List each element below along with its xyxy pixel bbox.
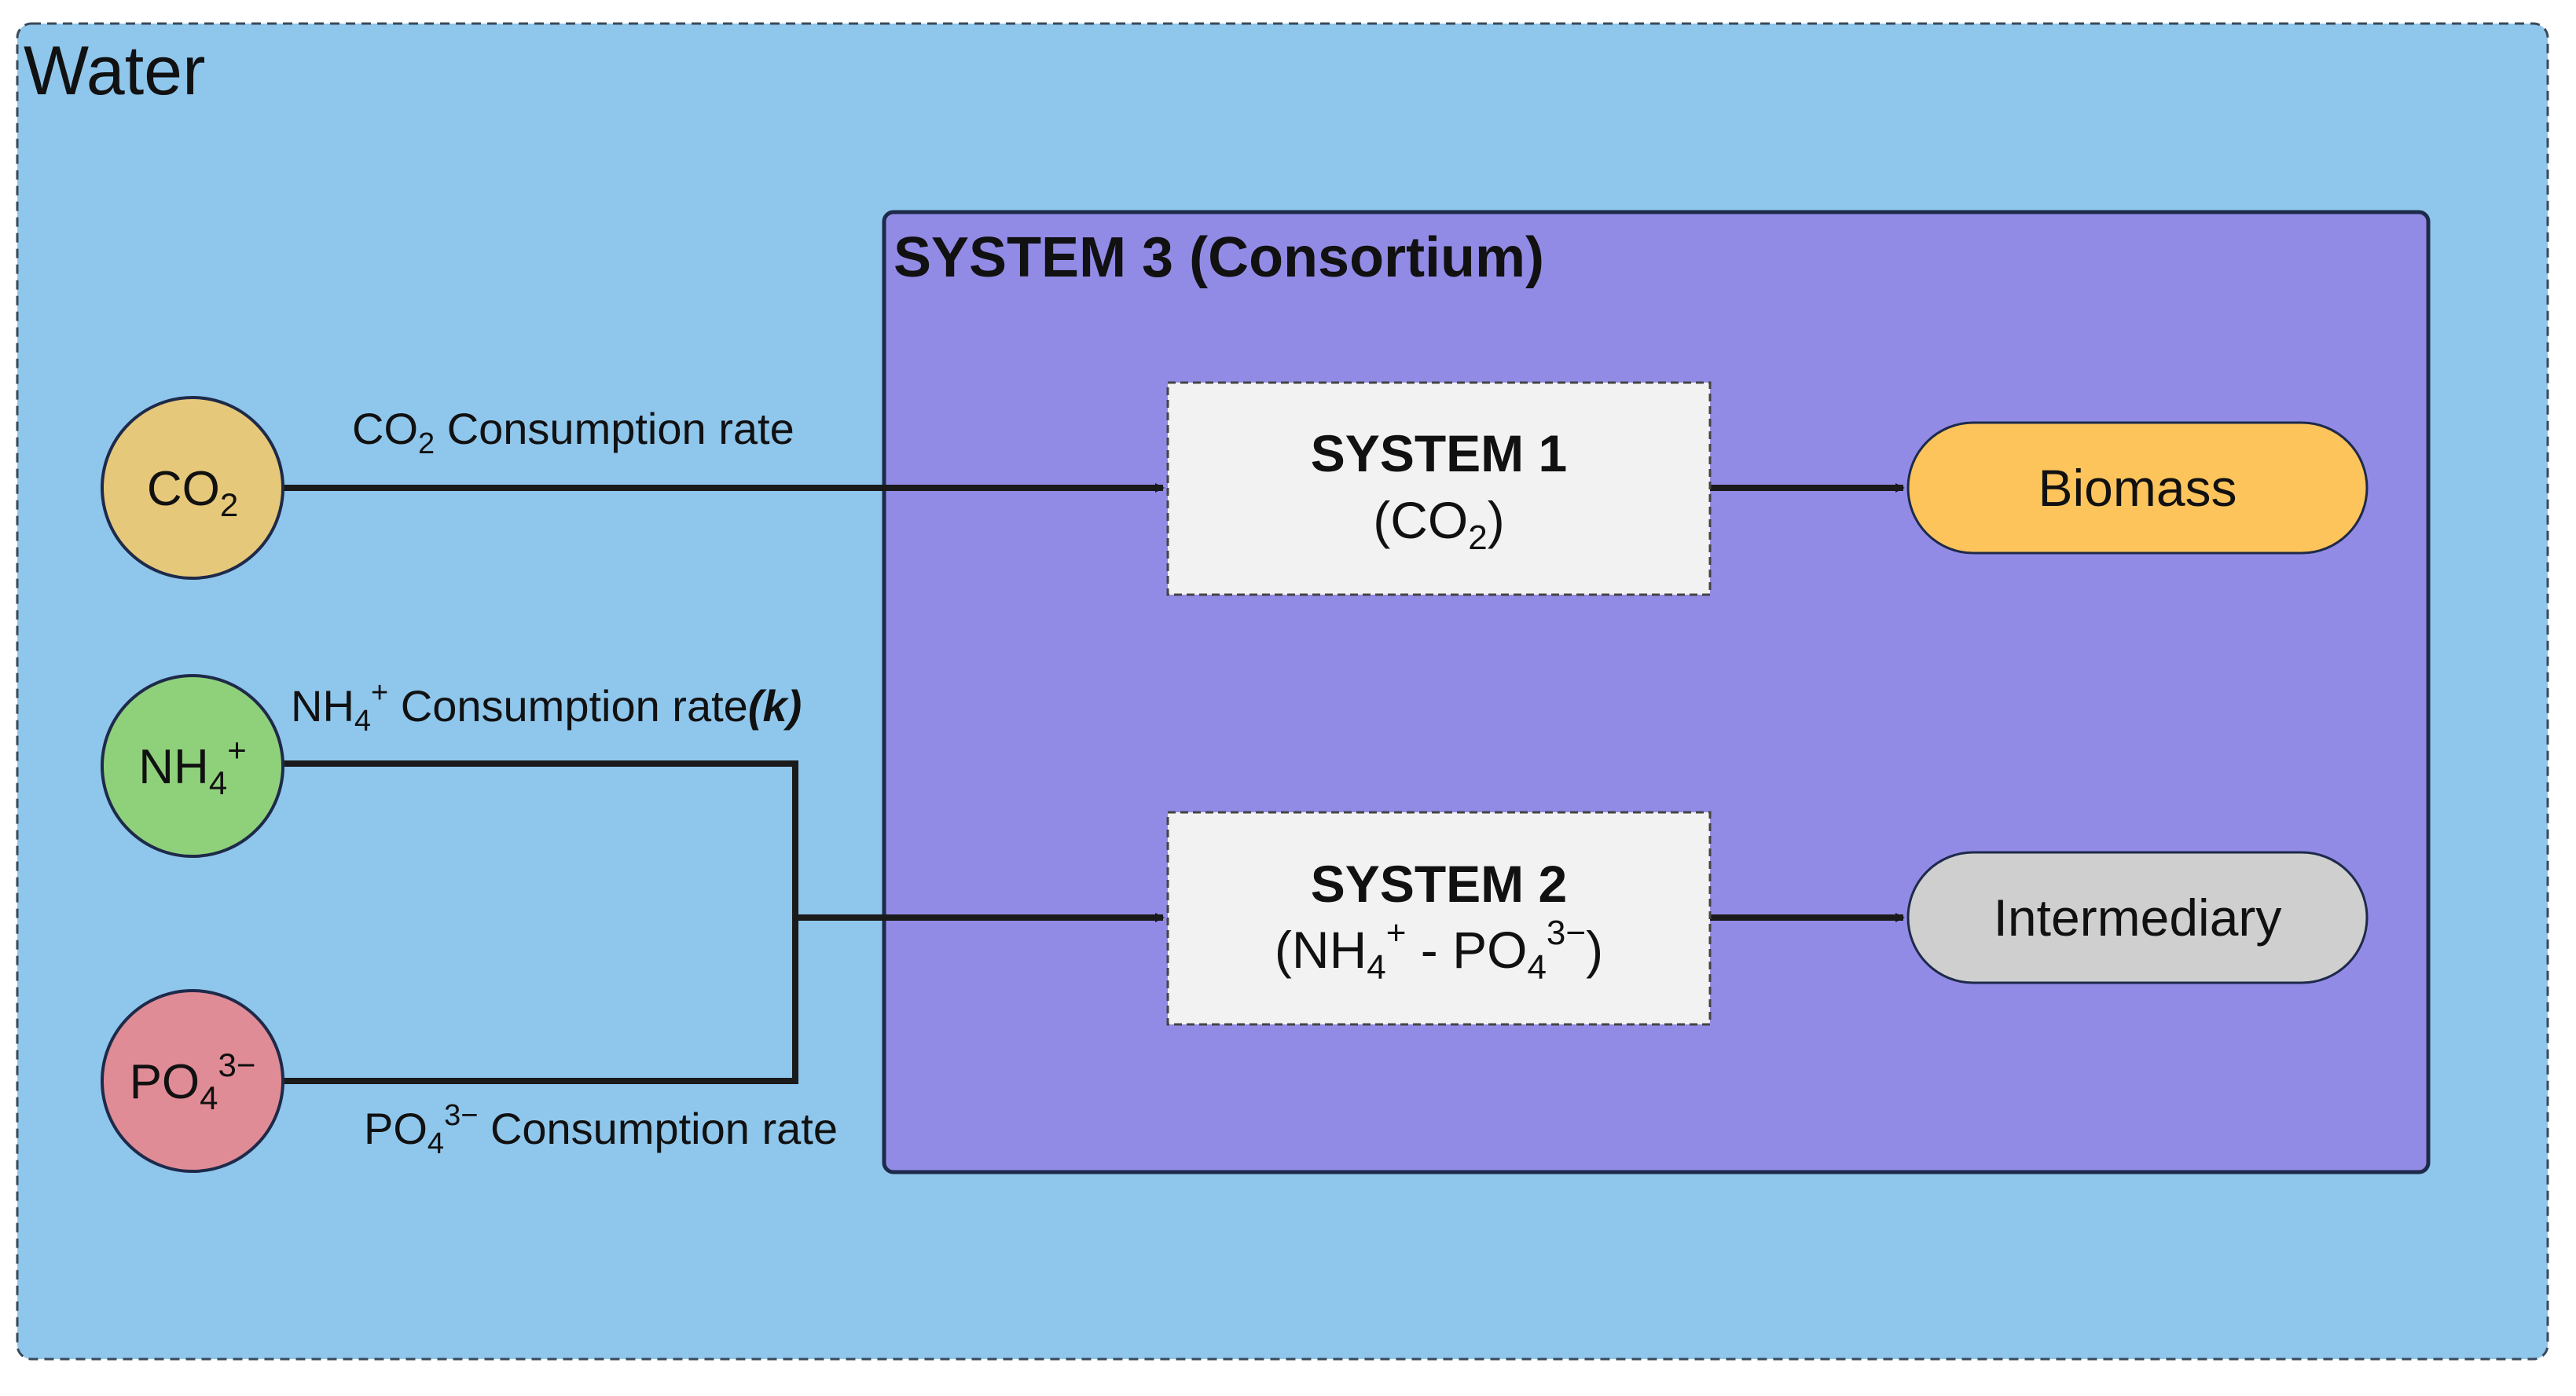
system2-subtitle: (NH4+ - PO43−): [1275, 914, 1603, 987]
biomass-pill: [1906, 421, 2369, 555]
system1-title: SYSTEM 1: [1311, 424, 1567, 482]
water-label: Water: [24, 31, 205, 109]
biomass-label: Biomass: [2038, 459, 2237, 517]
co2-node-label: CO2: [147, 462, 238, 523]
nh4-line: [283, 760, 798, 1084]
nh4-rate-label: NH4+ Consumption rate(k): [291, 676, 802, 738]
nh4-node: [101, 674, 284, 858]
co2-node: [101, 396, 284, 580]
system2-box: [1166, 811, 1712, 1026]
po4-node-label: PO43−: [130, 1046, 256, 1116]
system3-box: [882, 210, 2431, 1174]
po4-node: [101, 989, 284, 1173]
system2-title: SYSTEM 2: [1311, 855, 1567, 913]
system1-box: [1166, 381, 1712, 596]
po4-rate-label: PO43− Consumption rate: [364, 1099, 838, 1160]
co2-rate-label: CO2 Consumption rate: [352, 404, 794, 460]
system3-label: SYSTEM 3 (Consortium): [894, 226, 1544, 289]
system1-subtitle: (CO2): [1373, 491, 1504, 557]
nh4-node-label: NH4+: [138, 731, 246, 801]
intermediary-pill: [1906, 851, 2369, 984]
intermediary-label: Intermediary: [1994, 889, 2282, 947]
